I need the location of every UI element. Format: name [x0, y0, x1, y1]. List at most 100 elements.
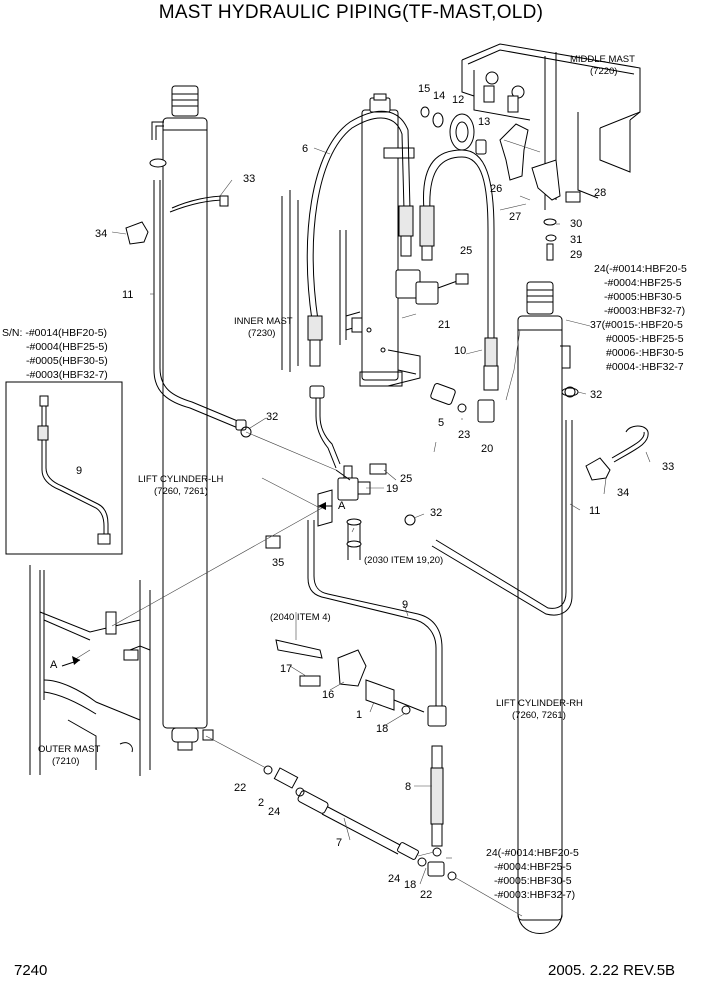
- callout-17: 17: [280, 663, 292, 675]
- callout-22-bottom: 22: [420, 889, 432, 901]
- clamps: [125, 195, 649, 526]
- callout-31: 31: [570, 234, 582, 246]
- note-24-top-line-2: -#0004:HBF25-5: [604, 277, 682, 289]
- valve-21: [395, 269, 469, 305]
- callout-14: 14: [433, 90, 445, 102]
- callout-2: 2: [258, 797, 264, 809]
- view-letter-a-top: A: [338, 500, 346, 512]
- note-24-top-line-4: -#0003:HBF32-7): [604, 305, 685, 317]
- tee-19: [265, 463, 387, 560]
- callout-28: 28: [594, 187, 606, 199]
- callout-9-main: 9: [402, 599, 408, 611]
- hose-10: [419, 149, 499, 391]
- page-title: MAST HYDRAULIC PIPING(TF-MAST,OLD): [158, 2, 544, 23]
- outer-mast-code: (7210): [52, 756, 79, 767]
- middle-mast-label: MIDDLE MAST: [570, 54, 635, 65]
- hose-7: [263, 765, 457, 881]
- view-letter-a-bottom: A: [50, 659, 58, 671]
- callout-21: 21: [438, 319, 450, 331]
- note-24-bottom-line-3: -#0005:HBF30-5: [494, 875, 572, 887]
- lift-cylinder-rh-label: LIFT CYLINDER-RH: [496, 698, 583, 709]
- callout-35: 35: [272, 557, 284, 569]
- callout-25-mid: 25: [400, 473, 412, 485]
- note-24-top-line-1: 24(-#0014:HBF20-5: [594, 263, 687, 275]
- middle-mast-code: (7220): [590, 66, 617, 77]
- view-arrows: [61, 502, 332, 667]
- note-24-bottom-line-1: 24(-#0014:HBF20-5: [486, 847, 579, 859]
- assembly-labels: MIDDLE MAST (7220) INNER MAST (7230) LIF…: [38, 54, 635, 767]
- callout-10: 10: [454, 345, 466, 357]
- page-number: 7240: [14, 962, 48, 979]
- note-24-top-line-3: -#0005:HBF30-5: [604, 291, 682, 303]
- callout-25-top: 25: [460, 245, 472, 257]
- center-cylinder: [359, 93, 421, 387]
- serial-note-line-2: -#0004(HBF25-5): [26, 341, 108, 353]
- callout-26: 26: [490, 183, 502, 195]
- callout-33-left: 33: [243, 173, 255, 185]
- callout-8: 8: [405, 781, 411, 793]
- lift-cylinder-lh-label: LIFT CYLINDER-LH: [138, 474, 223, 485]
- callout-11-left: 11: [122, 289, 133, 301]
- callout-12: 12: [452, 94, 464, 106]
- inner-mast-label: INNER MAST: [234, 316, 293, 327]
- callout-11-right: 11: [589, 505, 600, 517]
- item-2040-label: (2040 ITEM 4): [270, 612, 331, 623]
- callout-23: 23: [458, 429, 470, 441]
- serial-detail-box: [5, 381, 123, 555]
- callout-32-left: 32: [266, 411, 278, 423]
- callout-6: 6: [302, 143, 308, 155]
- callout-33-right: 33: [662, 461, 674, 473]
- revision-date: 2005. 2.22 REV.5B: [548, 962, 676, 979]
- outer-mast-frame: [29, 565, 151, 776]
- note-24-bottom-line-4: -#0003:HBF32-7): [494, 889, 575, 901]
- lift-cylinder-lh: [149, 85, 214, 751]
- callout-15: 15: [418, 83, 430, 95]
- callout-20: 20: [481, 443, 493, 455]
- callout-9-detail: 9: [76, 465, 82, 477]
- callout-34-right: 34: [617, 487, 629, 499]
- lift-cylinder-rh: [517, 281, 579, 934]
- leader-lines: [73, 139, 651, 917]
- note-37: 37(#0015-:HBF20-5 #0005-:HBF25-5 #0006-:…: [590, 319, 684, 373]
- hose-11-rh: [431, 420, 573, 616]
- callout-18-bottom: 18: [404, 879, 416, 891]
- callout-labels: 15 14 12 13 6 33 26 28 27 30 31 29 34 25…: [76, 83, 674, 901]
- lift-cylinder-lh-code: (7260, 7261): [154, 486, 208, 497]
- callout-22-left: 22: [234, 782, 246, 794]
- parts-2040: [275, 639, 425, 715]
- callout-18-top: 18: [376, 723, 388, 735]
- serial-note-line-3: -#0005(HBF30-5): [26, 355, 108, 367]
- hose-6: [306, 110, 414, 367]
- bracket-26-27: [499, 123, 581, 261]
- note-37-line-4: #0004-:HBF32-7: [606, 361, 684, 373]
- callout-16: 16: [322, 689, 334, 701]
- callout-5: 5: [438, 417, 444, 429]
- note-37-line-2: #0005-:HBF25-5: [606, 333, 684, 345]
- callout-7: 7: [336, 837, 342, 849]
- pipe-9: [307, 385, 447, 727]
- callout-19: 19: [386, 483, 398, 495]
- note-24-bottom: 24(-#0014:HBF20-5 -#0004:HBF25-5 -#0005:…: [486, 847, 579, 901]
- serial-note-line-4: -#0003(HBF32-7): [26, 369, 108, 381]
- callout-32-mid: 32: [430, 507, 442, 519]
- serial-note: S/N: -#0014(HBF20-5) -#0004(HBF25-5) -#0…: [2, 327, 108, 381]
- outer-mast-label: OUTER MAST: [38, 744, 100, 755]
- callout-30: 30: [570, 218, 582, 230]
- inner-mast-frame: [281, 190, 363, 372]
- callout-29: 29: [570, 249, 582, 261]
- hose-11-lh: [153, 180, 247, 431]
- serial-note-line-1: S/N: -#0014(HBF20-5): [2, 327, 107, 339]
- callout-13: 13: [478, 116, 490, 128]
- item-2030-label: (2030 ITEM 19,20): [364, 555, 443, 566]
- middle-mast-frame: [461, 43, 641, 210]
- callout-34-left: 34: [95, 228, 107, 240]
- fittings-5-23-20: [430, 383, 495, 423]
- callout-1: 1: [356, 709, 362, 721]
- hose-8: [430, 745, 444, 857]
- pulley-parts: [420, 106, 487, 155]
- lift-cylinder-rh-code: (7260, 7261): [512, 710, 566, 721]
- callout-24-bottom: 24: [388, 873, 400, 885]
- inner-mast-code: (7230): [248, 328, 275, 339]
- note-24-top: 24(-#0014:HBF20-5 -#0004:HBF25-5 -#0005:…: [594, 263, 687, 317]
